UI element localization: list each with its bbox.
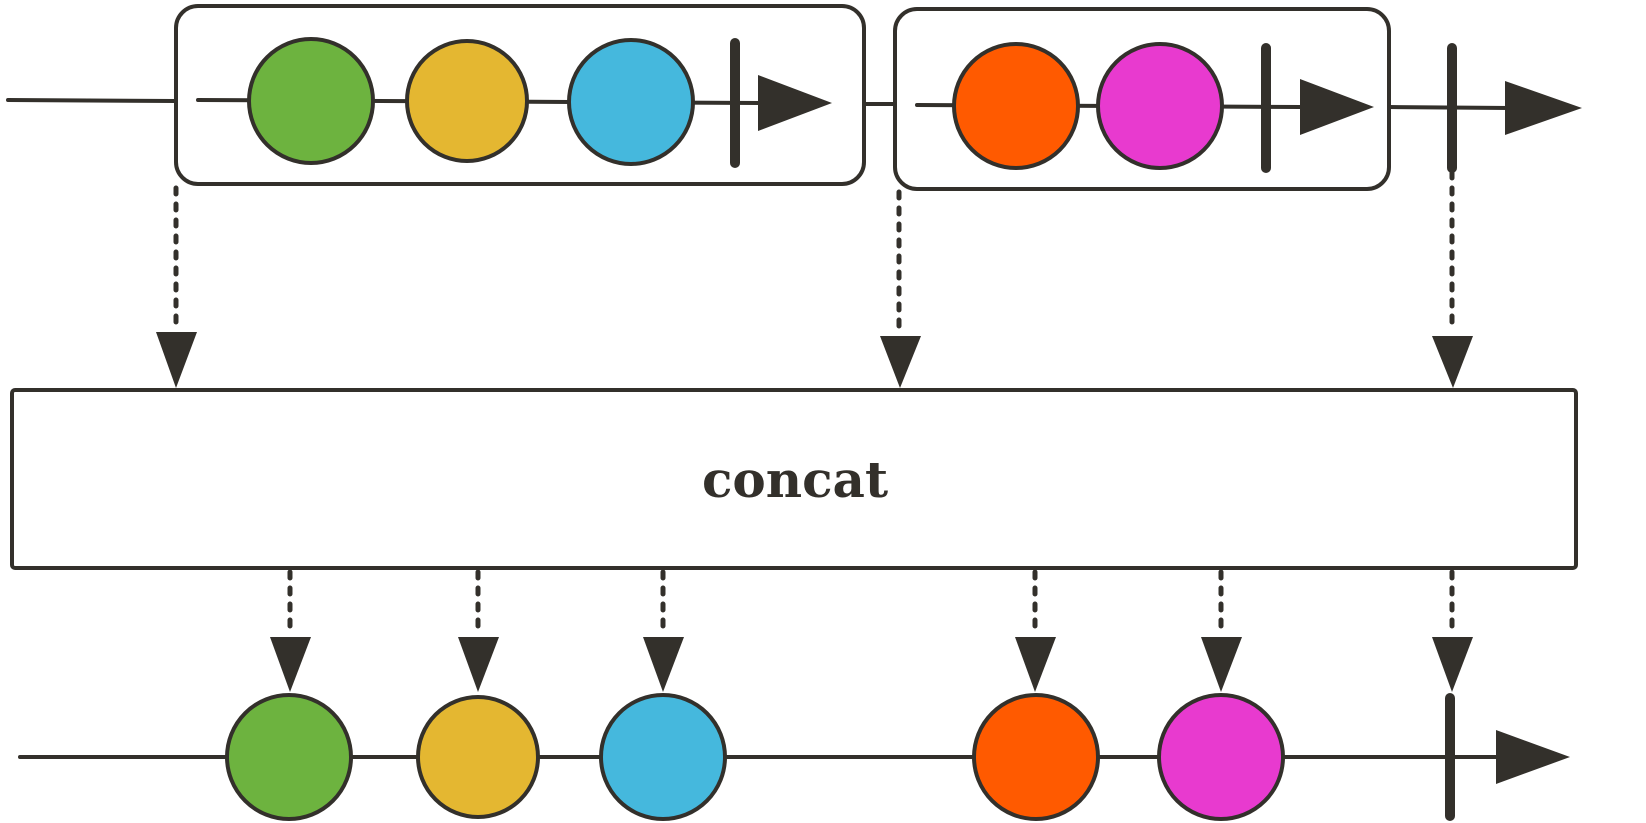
marble-magenta	[1096, 42, 1224, 170]
inner-observable-1-arrowhead	[758, 75, 832, 131]
marble-green	[247, 37, 375, 165]
marble-blue	[567, 38, 695, 166]
output-timeline	[18, 693, 1570, 821]
inner-observable-2-arrowhead	[1300, 79, 1374, 135]
input-arrowhead	[156, 332, 197, 388]
output-arrowhead	[1201, 637, 1242, 692]
marble-yellow	[416, 695, 540, 819]
inner-observable-1	[174, 4, 866, 186]
output-arrowhead	[1015, 637, 1056, 692]
output-arrowhead	[458, 637, 499, 692]
output-arrowhead	[643, 637, 684, 692]
output-arrows	[270, 569, 1473, 692]
output-timeline-arrowhead	[1496, 730, 1570, 784]
marble-green	[225, 693, 353, 821]
inner-observable-2-box	[893, 7, 1391, 191]
source-timeline	[6, 43, 1582, 173]
input-arrowhead	[1432, 336, 1473, 388]
marble-magenta	[1157, 693, 1285, 821]
marble-blue	[599, 693, 727, 821]
operator-box: concat	[10, 388, 1578, 570]
input-arrows	[156, 169, 1473, 388]
marble-orange	[972, 693, 1100, 821]
source-timeline-arrowhead	[1505, 81, 1582, 135]
inner-observable-2	[893, 7, 1391, 191]
source-timeline-segment	[6, 98, 177, 103]
inner-observable-1-box	[174, 4, 866, 186]
output-arrowhead	[1432, 637, 1473, 692]
operator-rect	[10, 388, 1578, 570]
output-arrowhead	[270, 637, 311, 692]
operator-label: concat	[702, 450, 888, 509]
marble-yellow	[405, 39, 529, 163]
marble-orange	[952, 42, 1080, 170]
input-arrowhead	[880, 336, 921, 388]
